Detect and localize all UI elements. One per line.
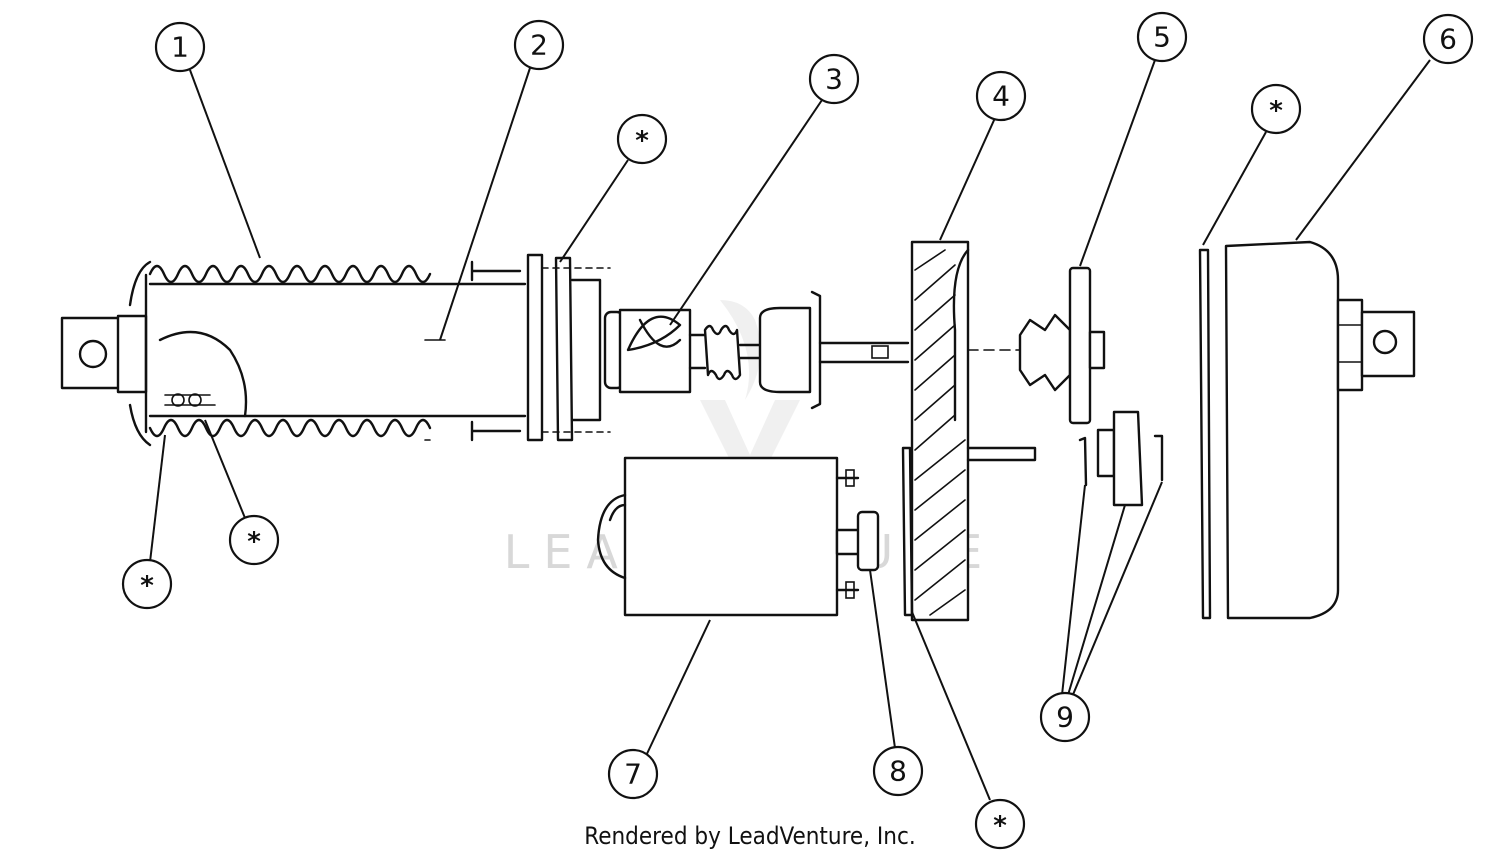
limit-switch-part bbox=[1078, 410, 1164, 507]
footer-credit: Rendered by LeadVenture, Inc. bbox=[584, 822, 916, 850]
actuator-tube-assembly bbox=[60, 253, 611, 447]
svg-text:5: 5 bbox=[1153, 21, 1171, 54]
svg-text:7: 7 bbox=[624, 758, 642, 791]
svg-text:2: 2 bbox=[530, 29, 548, 62]
end-cap-part bbox=[1198, 240, 1416, 620]
leader-lines bbox=[149, 59, 1431, 801]
svg-text:4: 4 bbox=[992, 80, 1010, 113]
svg-text:*: * bbox=[993, 811, 1007, 841]
svg-text:8: 8 bbox=[889, 755, 907, 788]
callout-9: 9 bbox=[1039, 691, 1091, 743]
callout-6: 6 bbox=[1422, 13, 1474, 65]
svg-text:*: * bbox=[1269, 96, 1283, 126]
svg-text:*: * bbox=[140, 571, 154, 601]
callout-star-flange: * bbox=[616, 113, 668, 165]
gear-housing-part bbox=[901, 240, 1037, 622]
callout-star-bearing: * bbox=[228, 514, 280, 566]
svg-text:1: 1 bbox=[171, 31, 189, 64]
svg-text:3: 3 bbox=[825, 63, 843, 96]
svg-text:6: 6 bbox=[1439, 23, 1457, 56]
callout-star-seal: * bbox=[121, 558, 173, 610]
drive-nut-part bbox=[603, 290, 910, 410]
callout-4: 4 bbox=[975, 70, 1027, 122]
callout-8: 8 bbox=[872, 745, 924, 797]
gear-pulley-part bbox=[967, 266, 1106, 425]
callout-3: 3 bbox=[808, 53, 860, 105]
motor-part bbox=[596, 456, 880, 617]
callout-7: 7 bbox=[607, 748, 659, 800]
callout-star-gasket: * bbox=[1250, 83, 1302, 135]
callout-1: 1 bbox=[154, 21, 206, 73]
callout-2: 2 bbox=[513, 19, 565, 71]
svg-text:9: 9 bbox=[1056, 701, 1074, 734]
callout-star-housing-gasket: * bbox=[974, 798, 1026, 850]
callout-5: 5 bbox=[1136, 11, 1188, 63]
watermark-logo bbox=[700, 300, 800, 500]
svg-text:*: * bbox=[635, 126, 649, 156]
svg-text:*: * bbox=[247, 527, 261, 557]
